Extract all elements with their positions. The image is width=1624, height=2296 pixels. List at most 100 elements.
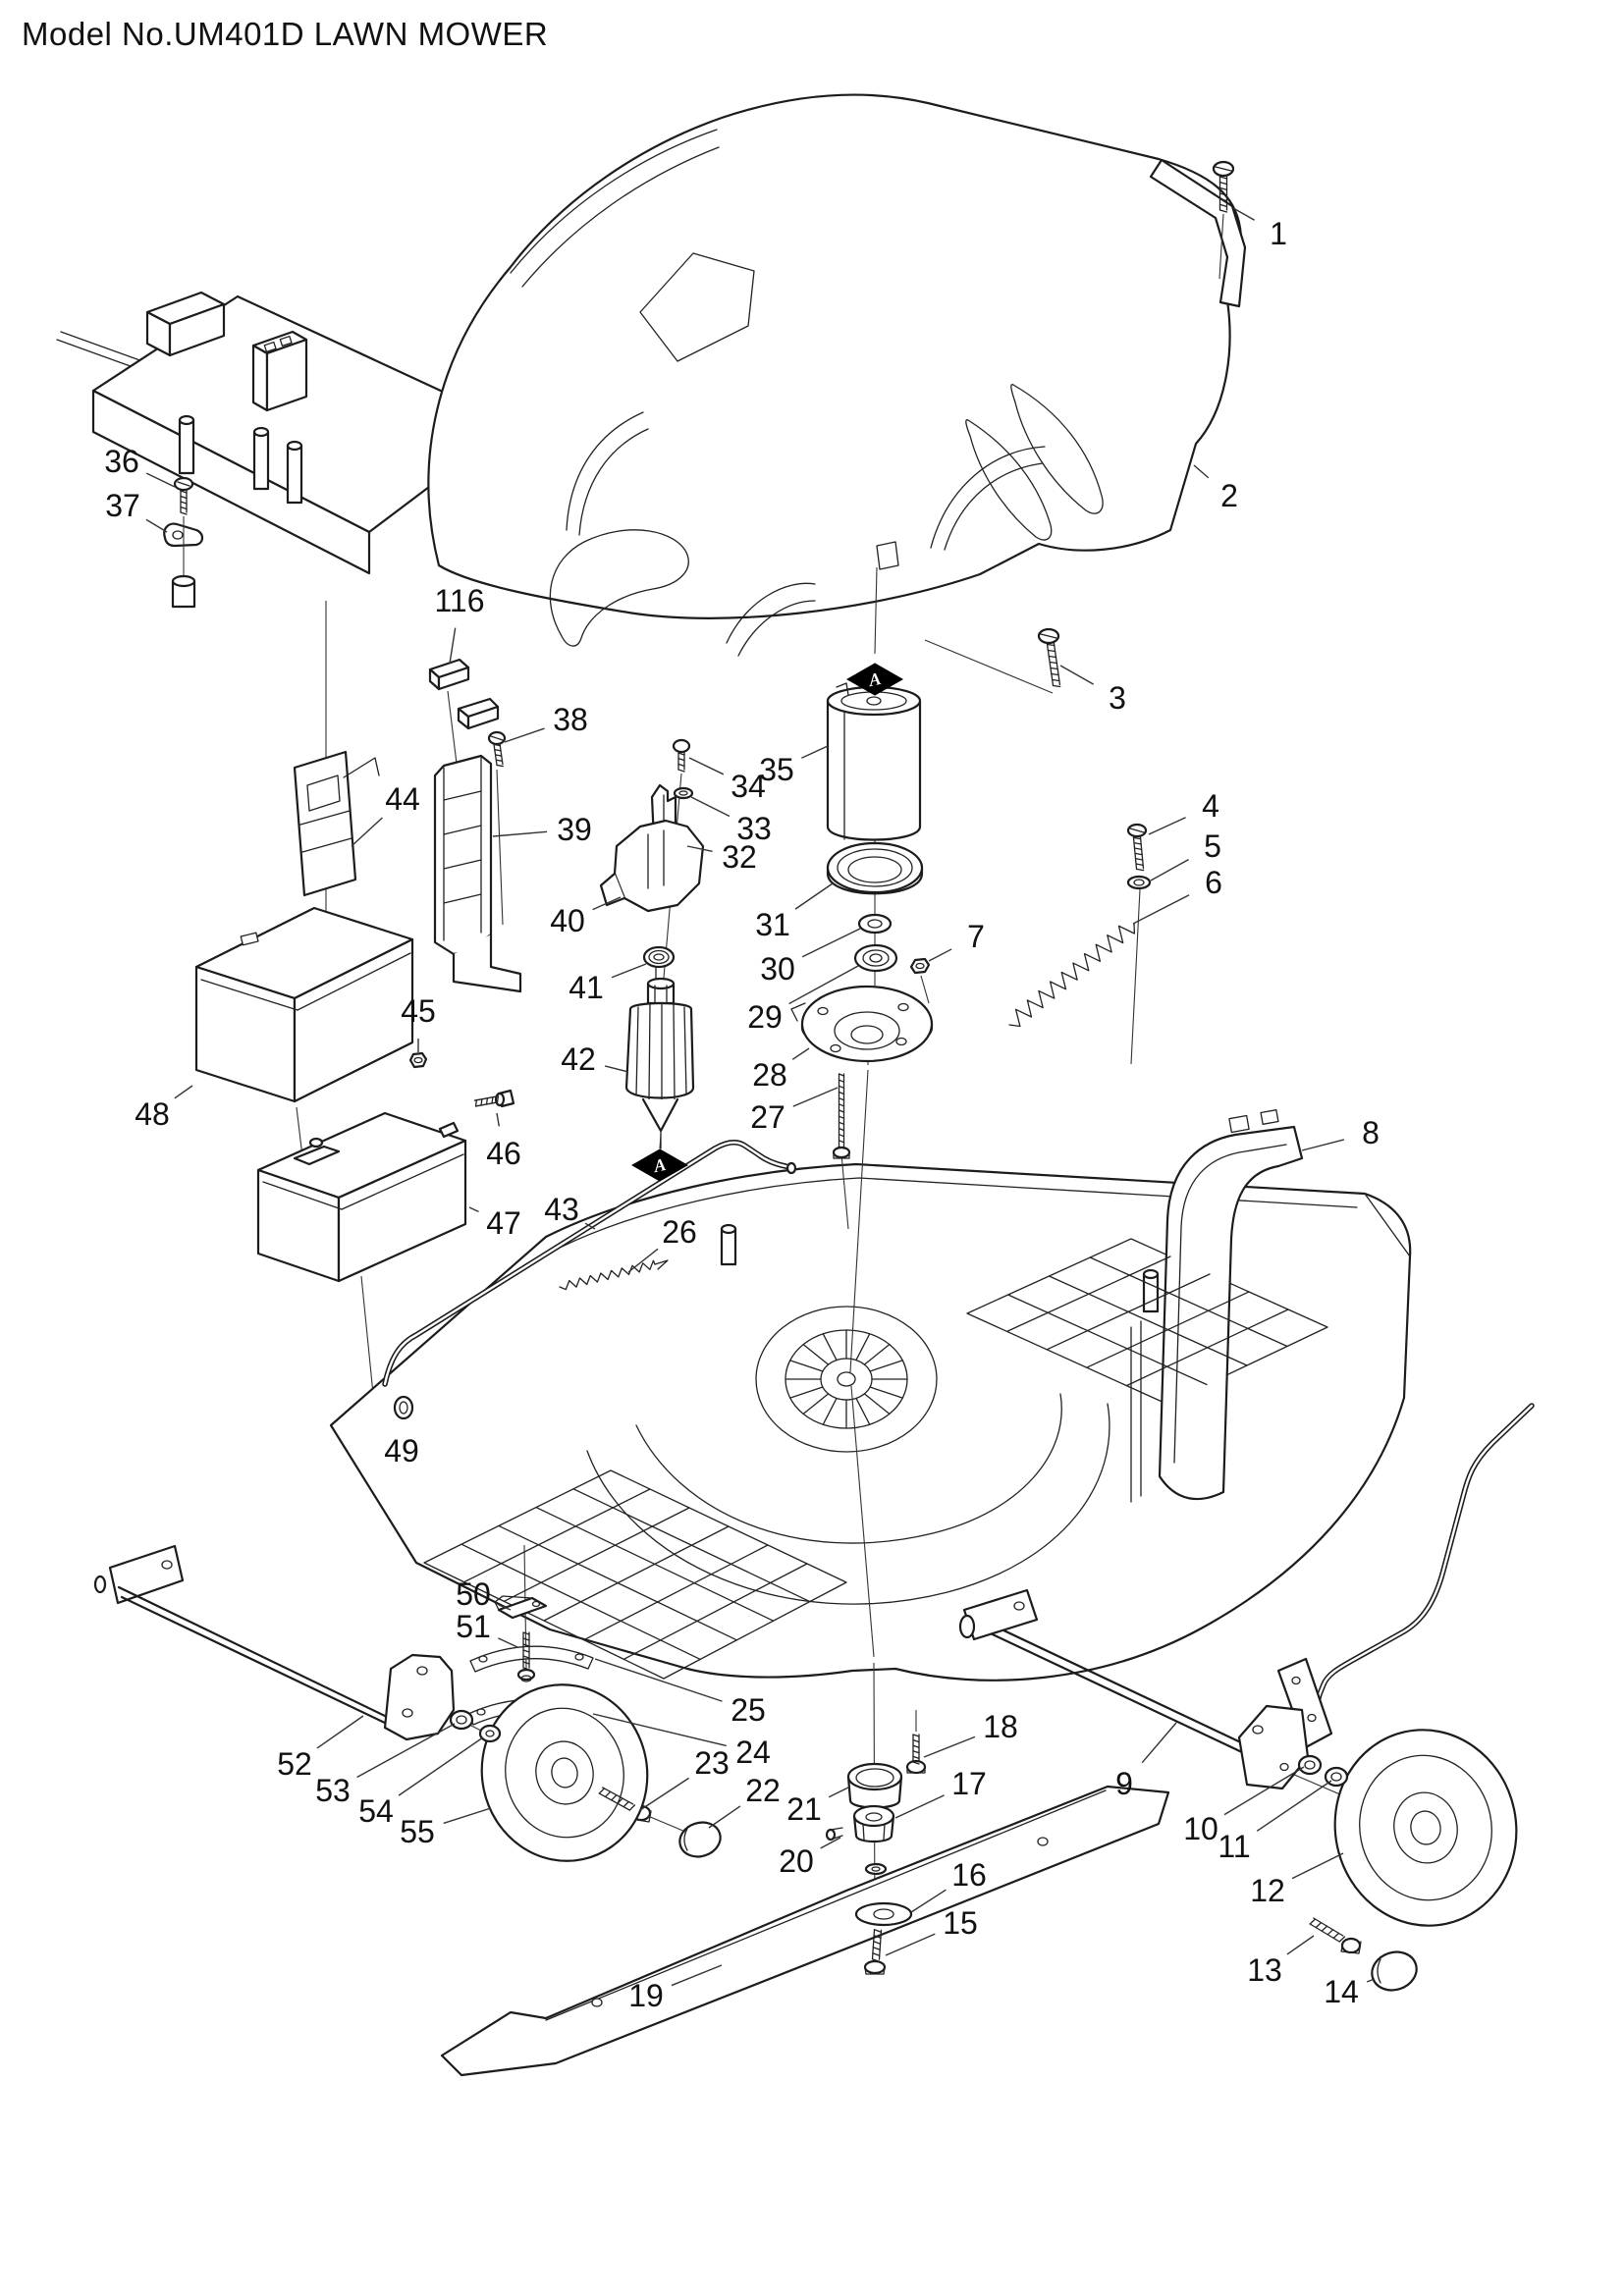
- part-label-24: 24: [735, 1735, 771, 1770]
- leader-38: [504, 727, 545, 743]
- leader-55: [443, 1807, 492, 1825]
- rear-axle-assembly: [958, 1403, 1535, 1992]
- part-label-12: 12: [1250, 1873, 1285, 1908]
- warning-symbol: A A: [630, 663, 904, 1182]
- washer: [864, 1862, 888, 1876]
- washer: [673, 786, 694, 800]
- threaded-shaft: [180, 490, 188, 515]
- screw-34: [672, 738, 691, 754]
- part-label-15: 15: [943, 1905, 978, 1941]
- screw-3: [1037, 627, 1060, 645]
- rib-grid-right: [966, 1238, 1328, 1405]
- nut-7: [909, 957, 931, 975]
- part-label-116: 116: [434, 583, 484, 618]
- part-label-10: 10: [1183, 1811, 1218, 1846]
- part-label-21: 21: [786, 1791, 822, 1827]
- part-label-7: 7: [967, 919, 985, 954]
- bearing-29: [853, 943, 898, 973]
- handle-pipe-43: [382, 1140, 797, 1387]
- part-label-47: 47: [486, 1205, 521, 1241]
- leader-34: [688, 757, 725, 775]
- leader-40: [592, 896, 622, 911]
- leader-20: [820, 1837, 841, 1849]
- leader-42: [604, 1065, 629, 1073]
- plate-44: [293, 750, 380, 897]
- armature-42: [624, 959, 695, 1149]
- part-label-30: 30: [760, 951, 795, 987]
- plate-25: [469, 1645, 594, 1673]
- part-label-18: 18: [983, 1709, 1018, 1744]
- part-label-45: 45: [401, 993, 436, 1029]
- warning-letter: A: [866, 668, 883, 690]
- part-label-8: 8: [1362, 1115, 1380, 1150]
- seal-ring-31: [826, 841, 924, 895]
- part-label-37: 37: [105, 488, 140, 523]
- part-label-35: 35: [759, 752, 794, 787]
- washer: [854, 1901, 913, 1927]
- motor-cover: [427, 93, 1247, 657]
- part-label-44: 44: [385, 781, 420, 817]
- part-label-16: 16: [951, 1857, 987, 1893]
- leader-36: [145, 472, 176, 488]
- leader-51: [498, 1637, 518, 1648]
- hood-recess-panel: [639, 252, 755, 362]
- leader-13: [1286, 1935, 1315, 1955]
- part-label-48: 48: [135, 1096, 170, 1132]
- part-label-2: 2: [1220, 478, 1238, 513]
- leader-44: [351, 817, 383, 847]
- washer: [1126, 875, 1152, 890]
- part-label-31: 31: [755, 907, 790, 942]
- leader-46: [496, 1112, 500, 1127]
- leader-24: [592, 1713, 727, 1747]
- leader-12: [1291, 1852, 1344, 1880]
- part-label-17: 17: [951, 1766, 987, 1801]
- leader-7: [928, 948, 952, 962]
- battery-48: [194, 906, 414, 1103]
- leader-2: [1193, 464, 1210, 479]
- bolt-27: [832, 1146, 851, 1159]
- leader-48: [174, 1085, 193, 1099]
- part-label-40: 40: [550, 903, 585, 938]
- part-label-1: 1: [1270, 216, 1287, 251]
- part-label-53: 53: [315, 1773, 351, 1808]
- hood-rear-flap: [1149, 158, 1247, 308]
- part-label-11: 11: [1218, 1829, 1250, 1864]
- wheel-cap-14: [1371, 1950, 1418, 1992]
- leader-8: [1301, 1139, 1345, 1151]
- leader-50: [498, 1604, 512, 1611]
- part-label-4: 4: [1202, 788, 1219, 824]
- leader-10: [1223, 1766, 1305, 1816]
- bolt-15: [863, 1959, 887, 1975]
- threaded-shaft: [677, 752, 685, 773]
- leader-15: [885, 1933, 936, 1956]
- leader-54: [398, 1736, 484, 1796]
- blade-nut-17: [852, 1804, 895, 1843]
- wheel-cap-22: [678, 1821, 722, 1858]
- part-label-38: 38: [553, 702, 588, 737]
- leader-9: [1141, 1722, 1177, 1764]
- leader-3: [1059, 665, 1095, 685]
- part-label-3: 3: [1109, 680, 1126, 716]
- leader-37: [145, 518, 168, 533]
- part-label-54: 54: [358, 1793, 394, 1829]
- threaded-shaft: [838, 1073, 845, 1149]
- bolt-13: [1340, 1937, 1362, 1954]
- part-label-20: 20: [779, 1843, 814, 1879]
- leader-31: [794, 882, 834, 910]
- part-label-23: 23: [694, 1745, 730, 1781]
- leader-39: [492, 830, 548, 837]
- part-label-49: 49: [384, 1433, 419, 1468]
- leader-6: [1132, 894, 1190, 925]
- threaded-shaft: [1132, 836, 1145, 872]
- leader-27: [792, 1087, 839, 1107]
- part-label-6: 6: [1205, 865, 1222, 900]
- washer: [1297, 1754, 1323, 1776]
- hood-vent: [965, 419, 1053, 541]
- part-label-50: 50: [456, 1576, 491, 1612]
- bolt-18: [905, 1759, 927, 1775]
- part-label-39: 39: [557, 812, 592, 847]
- leader-53: [356, 1723, 456, 1779]
- leader-28: [791, 1047, 810, 1060]
